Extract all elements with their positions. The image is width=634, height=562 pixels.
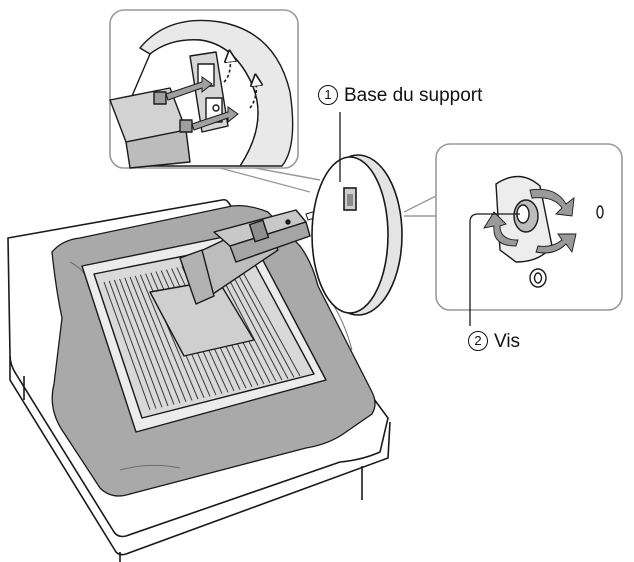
vent-line [139, 274, 193, 401]
inset-1-hole [212, 104, 220, 112]
callout-label-base: Base du support [344, 85, 483, 106]
inset-2-hole-top [596, 205, 604, 219]
vent-line [108, 280, 157, 409]
vent-line [103, 281, 151, 411]
rotate-arrow-icon [483, 188, 577, 254]
dashed-up-arrow-icon [224, 56, 256, 109]
base-slot-inner [347, 194, 353, 206]
stand-connector [248, 219, 270, 243]
insert-arrow-icon [165, 76, 239, 131]
vent-line [124, 277, 175, 405]
stand-screw-hole [285, 219, 291, 225]
inset-1-hook-lower [179, 119, 193, 133]
inset-1-pointer [219, 167, 321, 193]
stand-base [311, 154, 403, 316]
callout-base: 1 Base du support [318, 85, 482, 105]
base-disc-face [311, 156, 389, 314]
callout-number-2: 2 [468, 331, 488, 351]
inset-1-hook-upper [153, 91, 167, 105]
monitor [81, 231, 327, 433]
callout-screw: 2 Vis [468, 331, 520, 351]
stand-arm [179, 209, 311, 305]
inset-base-detail [109, 9, 321, 193]
vent-line [228, 256, 295, 378]
inset-2-pointer [403, 195, 437, 217]
stand-hinge [179, 249, 215, 305]
inset-2-ring-inner [533, 272, 543, 284]
vent-line [113, 279, 163, 408]
vent-line [119, 278, 169, 407]
screw-leader-line [469, 213, 520, 326]
callout-label-screw: Vis [494, 331, 521, 352]
vent-line [129, 276, 181, 404]
inset-1-arm-side [125, 129, 191, 169]
stand-arm-side [229, 221, 311, 263]
vent-line [134, 275, 187, 403]
vent-line [233, 255, 301, 377]
callout-number-1: 1 [318, 85, 338, 105]
inset-screw-detail [403, 143, 623, 326]
